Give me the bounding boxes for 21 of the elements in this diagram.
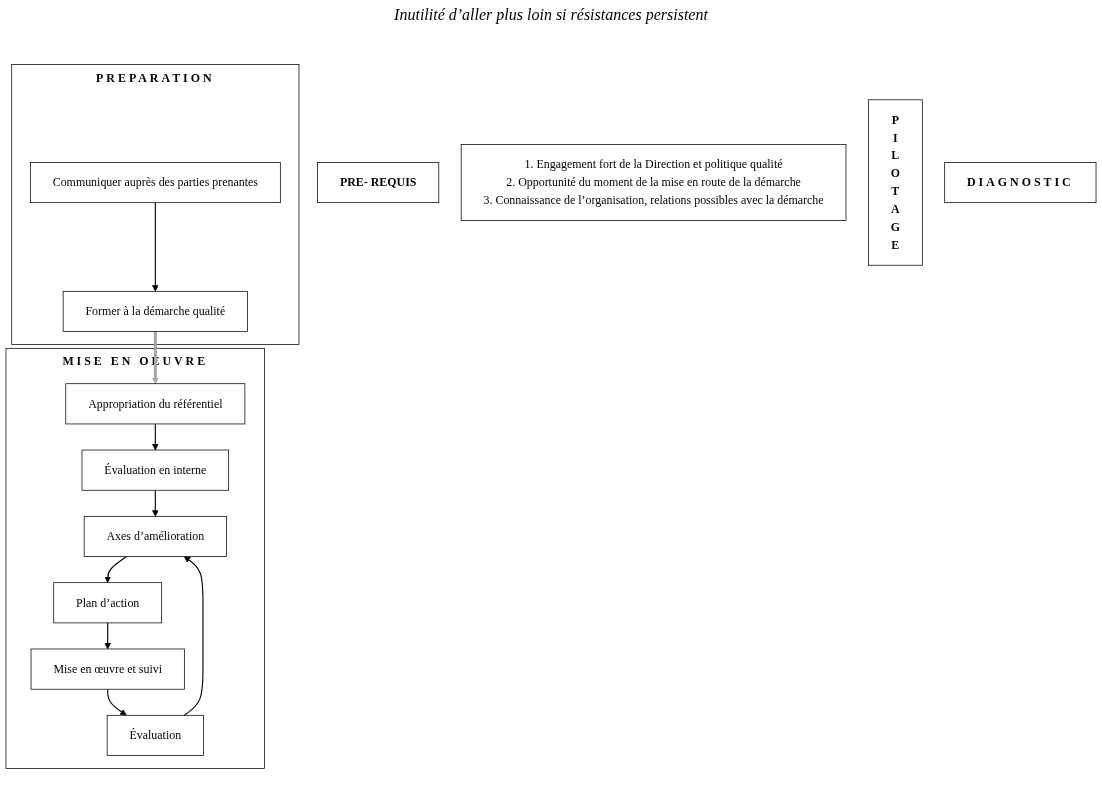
node-box: PRE- REQUIS: [317, 162, 440, 204]
arrow: [152, 202, 159, 292]
node-box: Appropriation du référentiel: [65, 383, 246, 425]
node-box: Communiquer auprès des parties prenantes: [29, 162, 281, 204]
arrow: [152, 489, 159, 517]
node-box: Axes d’amélioration: [83, 515, 227, 557]
node-box: 1. Engagement fort de la Direction et politique qualité 2. Opportunité du moment de la mise en route de la démarche 3. Connaissance de l’organisation, relations possibles avec la démarche: [460, 144, 847, 221]
node-box: Plan d’action: [53, 582, 163, 624]
node-box: Évaluation: [106, 714, 204, 756]
arrow: [152, 423, 159, 451]
node-box: Évaluation en interne: [81, 449, 230, 491]
node-box: Former à la démarche qualité: [62, 290, 248, 332]
arrow: [107, 688, 127, 716]
node-box: Mise en œuvre et suivi: [30, 648, 185, 690]
arrow: [152, 331, 159, 384]
arrow: [104, 622, 111, 650]
arrow: [104, 556, 127, 583]
arrow: [183, 556, 204, 716]
node-box: DIAGNOSTIC: [944, 162, 1097, 204]
note-text: Inutilité d’aller plus loin si résistances persistent: [394, 6, 708, 24]
node-box: P I L O T A G E: [867, 99, 923, 266]
